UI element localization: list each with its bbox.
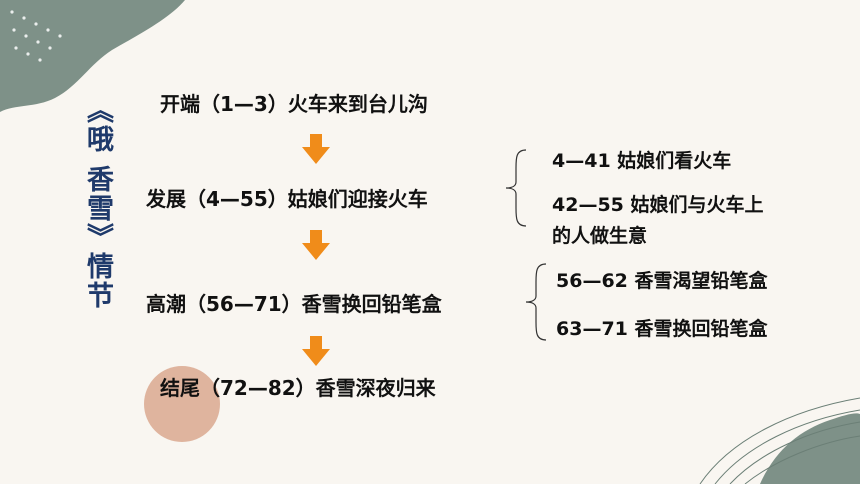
sub-item-4-41: 4—41 姑娘们看火车 [552,150,732,172]
leaf-shape-top-left [0,0,185,112]
down-arrow-icon [302,134,330,164]
plot-climax: 高潮（56—71）香雪换回铅笔盒 [146,292,442,316]
dot-pattern [10,10,62,62]
line-pattern-bottom-right [699,397,860,484]
plot-ending: 结尾（72—82）香雪深夜归来 [160,376,436,400]
plot-development: 发展（4—55）姑娘们迎接火车 [146,187,428,211]
sub-item-56-62: 56—62 香雪渴望铅笔盒 [556,270,768,292]
down-arrow-icon [302,230,330,260]
slide-title: 《哦 香雪》情节 [82,96,113,311]
brace-climax [525,263,547,341]
sub-item-63-71: 63—71 香雪换回铅笔盒 [556,318,768,340]
plot-beginning: 开端（1—3）火车来到台儿沟 [160,92,428,116]
brace-development [505,149,527,227]
sub-item-42-55-cont: 的人做生意 [552,225,648,247]
peach-circle [144,366,220,442]
sub-item-42-55: 42—55 姑娘们与火车上 [552,194,764,216]
down-arrow-icon [302,336,330,366]
